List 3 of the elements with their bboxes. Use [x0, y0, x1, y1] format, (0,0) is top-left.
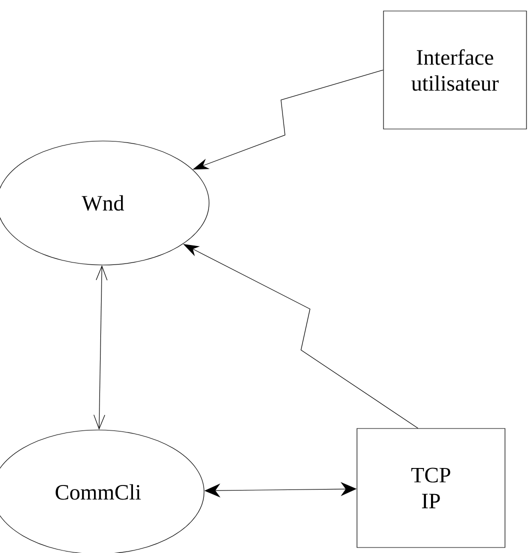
interface-box: Interface utilisateur: [383, 10, 527, 130]
arrow: [94, 265, 108, 430]
protocol-box: TCP IP: [356, 428, 506, 548]
